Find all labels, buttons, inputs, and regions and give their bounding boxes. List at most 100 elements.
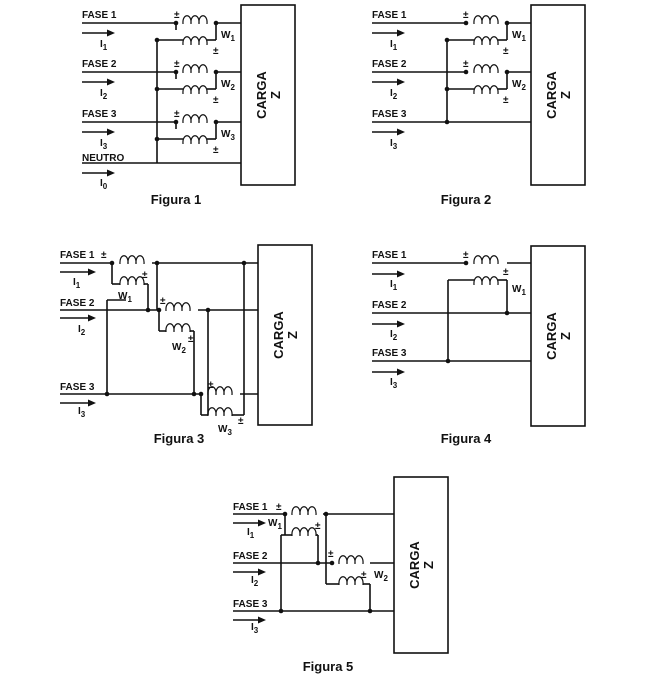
junction-dot (504, 69, 510, 75)
load-impedance: Z (558, 332, 573, 340)
junction-dot (154, 86, 160, 92)
junction-dot (154, 37, 160, 43)
current-coil-icon (338, 555, 364, 565)
polarity-mark: ± (503, 95, 509, 106)
junction-dot (241, 260, 247, 266)
current-arrow-icon (397, 368, 405, 376)
polarity-mark: ± (463, 10, 469, 21)
polarity-mark: ± (463, 59, 469, 70)
load-box (240, 4, 296, 186)
phase-label-2: FASE 2 (372, 59, 407, 70)
polarity-mark: ± (208, 380, 214, 391)
current-coil-icon (182, 15, 208, 25)
polarity-mark: ± (213, 46, 219, 57)
junction-dot (444, 86, 450, 92)
phase-label-1: FASE 1 (60, 250, 95, 261)
polarity-mark: ± (174, 10, 180, 21)
voltage-coil-icon (182, 135, 208, 145)
current-coil-icon (473, 64, 499, 74)
caption: Figura 2 (441, 192, 492, 207)
current-label-2: I2 (251, 575, 259, 588)
load-label: CARGA (544, 312, 559, 360)
current-arrow-icon (397, 320, 405, 328)
phase-label-3: FASE 3 (372, 348, 407, 359)
wattmeter-w1 (182, 15, 208, 46)
phase-label-3: FASE 3 (233, 599, 268, 610)
current-coil-icon (182, 114, 208, 124)
load-impedance: Z (285, 331, 300, 339)
load-label: CARGA (407, 541, 422, 589)
wattmeter-w1 (291, 506, 317, 537)
voltage-coil-icon (338, 576, 364, 586)
current-coil-icon (473, 255, 499, 265)
current-label-3: I3 (251, 622, 259, 635)
caption: Figura 3 (154, 431, 205, 446)
load-label: CARGA (254, 71, 269, 119)
polarity-mark: ± (142, 270, 148, 281)
current-label-3: I3 (390, 377, 398, 390)
neutral-label: NEUTRO (82, 153, 124, 164)
current-coil-icon (119, 255, 145, 265)
current-coil-icon (291, 506, 317, 516)
junction-dot (445, 358, 451, 364)
polarity-mark: ± (328, 549, 334, 560)
voltage-coil-icon (182, 36, 208, 46)
current-arrow-icon (88, 399, 96, 407)
wattmeter-w1 (473, 255, 499, 286)
current-arrow-icon (397, 29, 405, 37)
wattmeter-w3 (207, 386, 233, 417)
phase-label-2: FASE 2 (82, 59, 117, 70)
voltage-coil-icon (119, 276, 145, 286)
voltage-coil-icon (165, 323, 191, 333)
wattmeter-label-1: W1 (512, 284, 526, 297)
voltage-coil-icon (182, 85, 208, 95)
polarity-mark: ± (361, 570, 367, 581)
junction-dot (213, 20, 219, 26)
wattmeter-w3 (182, 114, 208, 145)
junction-dot (463, 20, 469, 26)
current-label-1: I1 (390, 279, 398, 292)
wattmeter-label-1: W1 (118, 291, 132, 304)
voltage-coil-icon (291, 527, 317, 537)
phase-label-1: FASE 1 (372, 250, 407, 261)
current-label-1: I1 (100, 39, 108, 52)
wattmeter-label-3: W3 (221, 129, 235, 142)
current-label-1: I1 (390, 39, 398, 52)
load-box (257, 244, 313, 426)
wattmeter-label-2: W2 (374, 570, 388, 583)
current-arrow-icon (107, 169, 115, 177)
wattmeter-w2 (182, 64, 208, 95)
polarity-mark: ± (174, 59, 180, 70)
polarity-mark: ± (315, 521, 321, 532)
polarity-mark: ± (503, 267, 509, 278)
junction-dot (504, 20, 510, 26)
current-arrow-icon (107, 78, 115, 86)
phase-label-3: FASE 3 (372, 109, 407, 120)
current-arrow-icon (88, 268, 96, 276)
junction-dot (213, 119, 219, 125)
voltage-coil-icon (473, 85, 499, 95)
current-arrow-icon (107, 29, 115, 37)
junction-dot (205, 307, 211, 313)
load-box (393, 476, 449, 654)
wattmeter-w2 (165, 302, 191, 333)
current-label-2: I2 (390, 88, 398, 101)
wattmeter-label-1: W1 (512, 30, 526, 43)
current-label-2: I2 (390, 329, 398, 342)
phase-label-1: FASE 1 (233, 502, 268, 513)
junction-dot (154, 136, 160, 142)
junction-dot (463, 69, 469, 75)
voltage-coil-icon (473, 276, 499, 286)
wattmeter-label-1: W1 (268, 518, 282, 531)
current-label-3: I3 (100, 138, 108, 151)
caption: Figura 5 (303, 659, 354, 674)
current-arrow-icon (258, 519, 266, 527)
junction-dot (213, 69, 219, 75)
voltage-coil-icon (207, 407, 233, 417)
wattmeter-label-2: W2 (221, 79, 235, 92)
